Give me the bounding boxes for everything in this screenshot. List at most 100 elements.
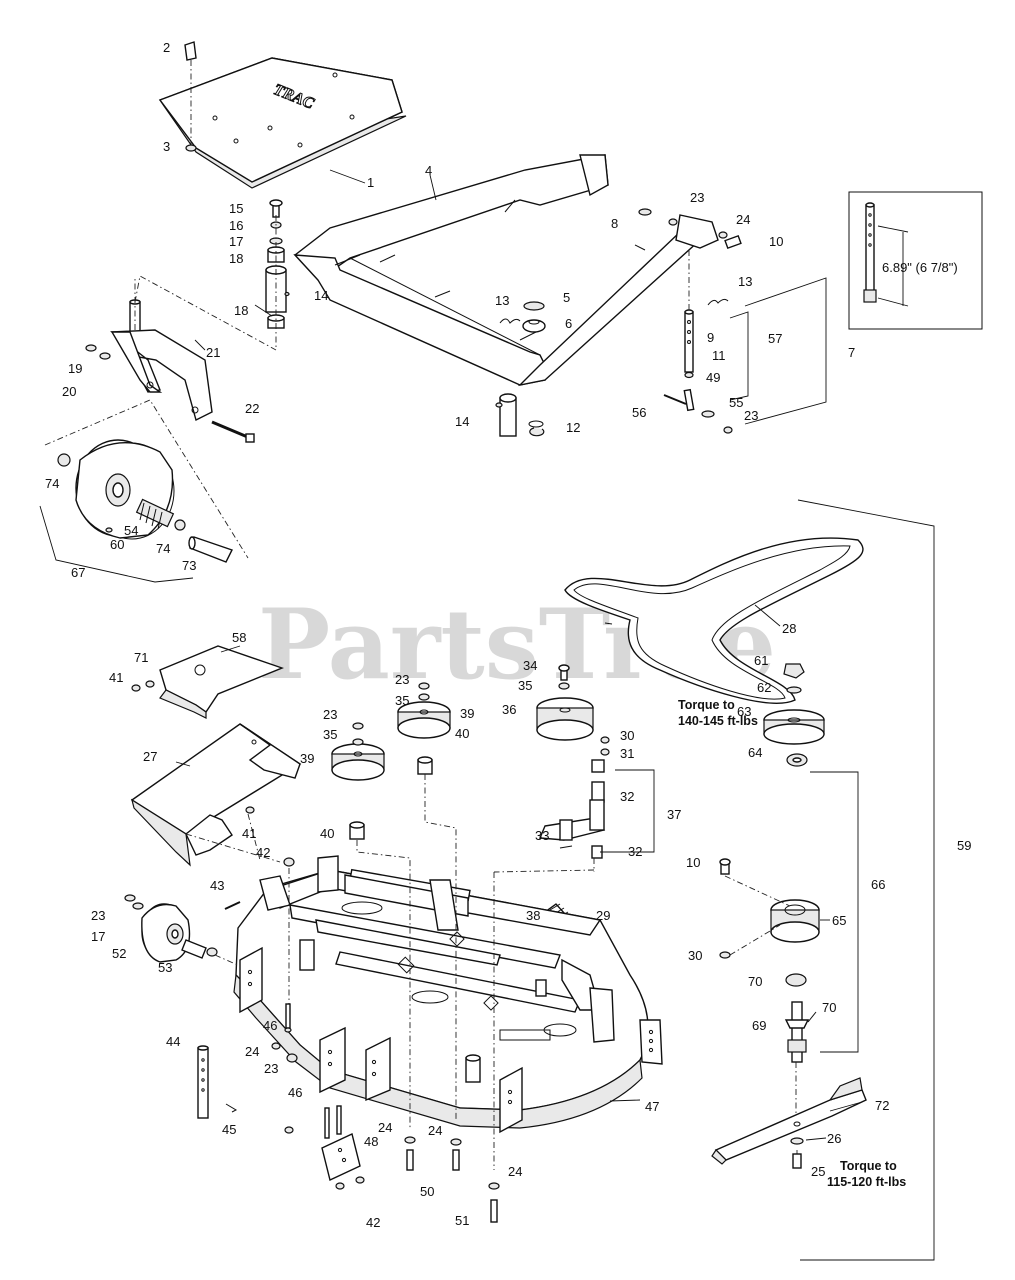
callout-23: 23	[395, 672, 409, 687]
part-clip	[184, 41, 197, 61]
callout-59: 59	[957, 838, 971, 853]
part-washers-19-20	[85, 344, 111, 360]
torque-notes: Torque to 140-145 ft-lbs Torque to 115-1…	[678, 698, 906, 1189]
callout-20: 20	[62, 384, 76, 399]
callout-9: 9	[707, 330, 714, 345]
callout-5: 5	[563, 290, 570, 305]
part-idler-arm	[538, 736, 610, 859]
callout-65: 65	[832, 913, 846, 928]
callout-69: 69	[752, 1018, 766, 1033]
callout-1: 1	[367, 175, 374, 190]
callout-58: 58	[232, 630, 246, 645]
torque-spindle-line2: 140-145 ft-lbs	[678, 714, 758, 728]
part-mower-deck	[233, 855, 663, 1134]
part-pin-45	[225, 1103, 238, 1113]
part-belt	[564, 537, 864, 704]
part-hardware-24-23	[271, 1042, 298, 1063]
callout-40: 40	[320, 826, 334, 841]
callout-61: 61	[754, 653, 768, 668]
part-deck-wheel	[124, 894, 191, 963]
callout-53: 53	[158, 960, 172, 975]
callout-13: 13	[738, 274, 752, 289]
part-bolt-22	[211, 420, 255, 443]
part-bracket-48	[284, 1105, 365, 1190]
callout-36: 36	[502, 702, 516, 717]
callout-42: 42	[256, 845, 270, 860]
part-sleeve-73	[188, 536, 233, 563]
callout-15: 15	[229, 201, 243, 216]
callout-12: 12	[566, 420, 580, 435]
callout-33: 33	[535, 828, 549, 843]
callout-14: 14	[314, 288, 328, 303]
callout-22: 22	[245, 401, 259, 416]
part-lift-hardware	[499, 208, 742, 333]
callout-7: 7	[848, 345, 855, 360]
inset-gauge	[848, 191, 983, 330]
callout-26: 26	[827, 1131, 841, 1146]
callout-24: 24	[508, 1164, 522, 1179]
part-pivot-stack	[265, 199, 290, 329]
callout-4: 4	[425, 163, 432, 178]
callout-49: 49	[706, 370, 720, 385]
callout-72: 72	[875, 1098, 889, 1113]
part-frame-pivot	[495, 402, 544, 428]
callout-41: 41	[109, 670, 123, 685]
callout-28: 28	[782, 621, 796, 636]
callout-74: 74	[156, 541, 170, 556]
part-deck-axle	[181, 939, 218, 959]
part-main-frame	[293, 154, 719, 437]
callout-35: 35	[323, 727, 337, 742]
callout-73: 73	[182, 558, 196, 573]
callout-24: 24	[428, 1123, 442, 1138]
callout-18: 18	[229, 251, 243, 266]
callout-10: 10	[686, 855, 700, 870]
part-nut-top	[185, 144, 197, 152]
callout-46: 46	[263, 1018, 277, 1033]
callout-51: 51	[455, 1213, 469, 1228]
callout-43: 43	[210, 878, 224, 893]
part-spindle-assembly	[719, 663, 825, 1063]
callout-25: 25	[811, 1164, 825, 1179]
callout-67: 67	[71, 565, 85, 580]
part-caster-fork	[110, 299, 213, 422]
callout-32: 32	[628, 844, 642, 859]
callout-29: 29	[596, 908, 610, 923]
callout-48: 48	[364, 1134, 378, 1149]
callout-13: 13	[495, 293, 509, 308]
callout-24: 24	[378, 1120, 392, 1135]
callout-39: 39	[460, 706, 474, 721]
callout-31: 31	[620, 746, 634, 761]
callout-23: 23	[690, 190, 704, 205]
callout-8: 8	[611, 216, 618, 231]
torque-spindle-line1: Torque to	[678, 698, 735, 712]
callout-14: 14	[455, 414, 469, 429]
leader-lines	[39, 169, 935, 1261]
callout-24: 24	[736, 212, 750, 227]
callout-23: 23	[323, 707, 337, 722]
callout-39: 39	[300, 751, 314, 766]
part-height-rod	[684, 309, 694, 379]
callout-70: 70	[748, 974, 762, 989]
callout-30: 30	[688, 948, 702, 963]
part-axle-spacer	[135, 498, 175, 530]
callout-17: 17	[91, 929, 105, 944]
callout-40: 40	[455, 726, 469, 741]
callout-52: 52	[112, 946, 126, 961]
callout-42: 42	[366, 1215, 380, 1230]
part-cover-plate: TRAC	[158, 57, 407, 189]
part-bolt-46	[284, 1003, 292, 1033]
callout-55: 55	[729, 395, 743, 410]
callout-47: 47	[645, 1099, 659, 1114]
callout-23: 23	[744, 408, 758, 423]
callout-56: 56	[632, 405, 646, 420]
part-blade-bolt	[790, 1137, 804, 1169]
callout-30: 30	[620, 728, 634, 743]
callout-23: 23	[91, 908, 105, 923]
callout-41: 41	[242, 826, 256, 841]
callout-32: 32	[620, 789, 634, 804]
part-pulley-left	[331, 722, 385, 840]
callout-46: 46	[288, 1085, 302, 1100]
dimension-label: 6.89" (6 7/8")	[882, 260, 958, 275]
part-guard-27	[130, 723, 302, 867]
